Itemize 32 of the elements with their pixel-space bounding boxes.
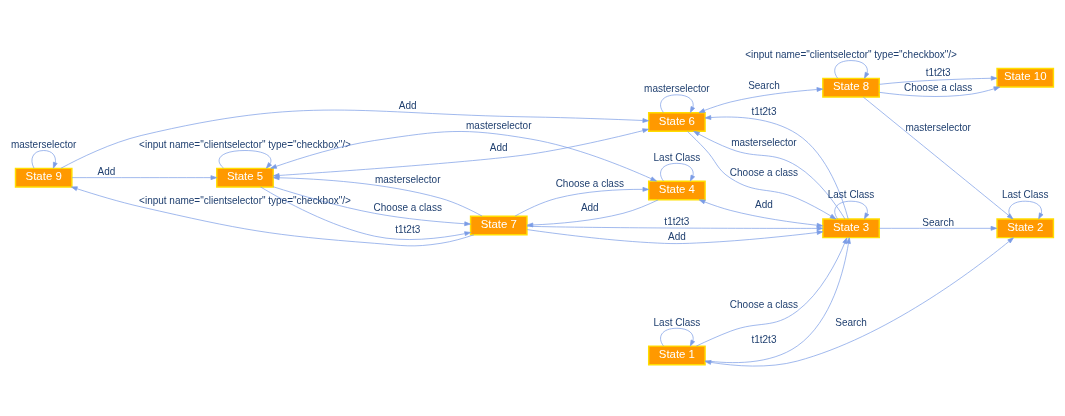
edge-label: Add [398, 99, 417, 111]
edge-label: Add [489, 142, 508, 154]
edge-label: masterselector [644, 83, 710, 95]
edge-label: Choose a class [373, 201, 442, 213]
edge-label: t1t2t3 [925, 67, 951, 79]
edge-label: Choose a class [729, 166, 799, 178]
edge-label: Add [97, 165, 116, 177]
edge-label: Choose a class [555, 178, 624, 190]
edge-label: Last Class [827, 189, 875, 201]
edge-label: masterselector [466, 120, 532, 132]
edge-label: <input name="clientselector" type="checkbox"/> [139, 195, 351, 207]
edge-label: Add [667, 230, 686, 242]
edge-label: <input name="clientselector" type="checkbox"/> [745, 48, 957, 60]
edge-label: masterselector [905, 121, 971, 133]
edge-label: Search [748, 80, 780, 92]
edge-label: masterselector [375, 173, 441, 185]
edge-label: Last Class [653, 151, 701, 163]
edge-label: masterselector [10, 138, 77, 150]
edge-label: Search [922, 216, 954, 228]
edge-label: Last Class [653, 316, 701, 328]
edge-label: masterselector [731, 137, 797, 149]
edge-label: Choose a class [729, 299, 799, 311]
edge-label: t1t2t3 [664, 215, 690, 227]
edge-label: t1t2t3 [395, 224, 421, 236]
edge-label: t1t2t3 [751, 334, 777, 346]
edge-label: t1t2t3 [751, 105, 777, 117]
edge-label: <input name="clientselector" type="checkbox"/> [139, 138, 351, 150]
edge-label: Add [755, 198, 773, 210]
edge-label: Last Class [1001, 189, 1049, 201]
edge-label: Choose a class [904, 82, 973, 94]
edge-label: Add [580, 201, 599, 213]
edge-label: Search [835, 316, 867, 328]
